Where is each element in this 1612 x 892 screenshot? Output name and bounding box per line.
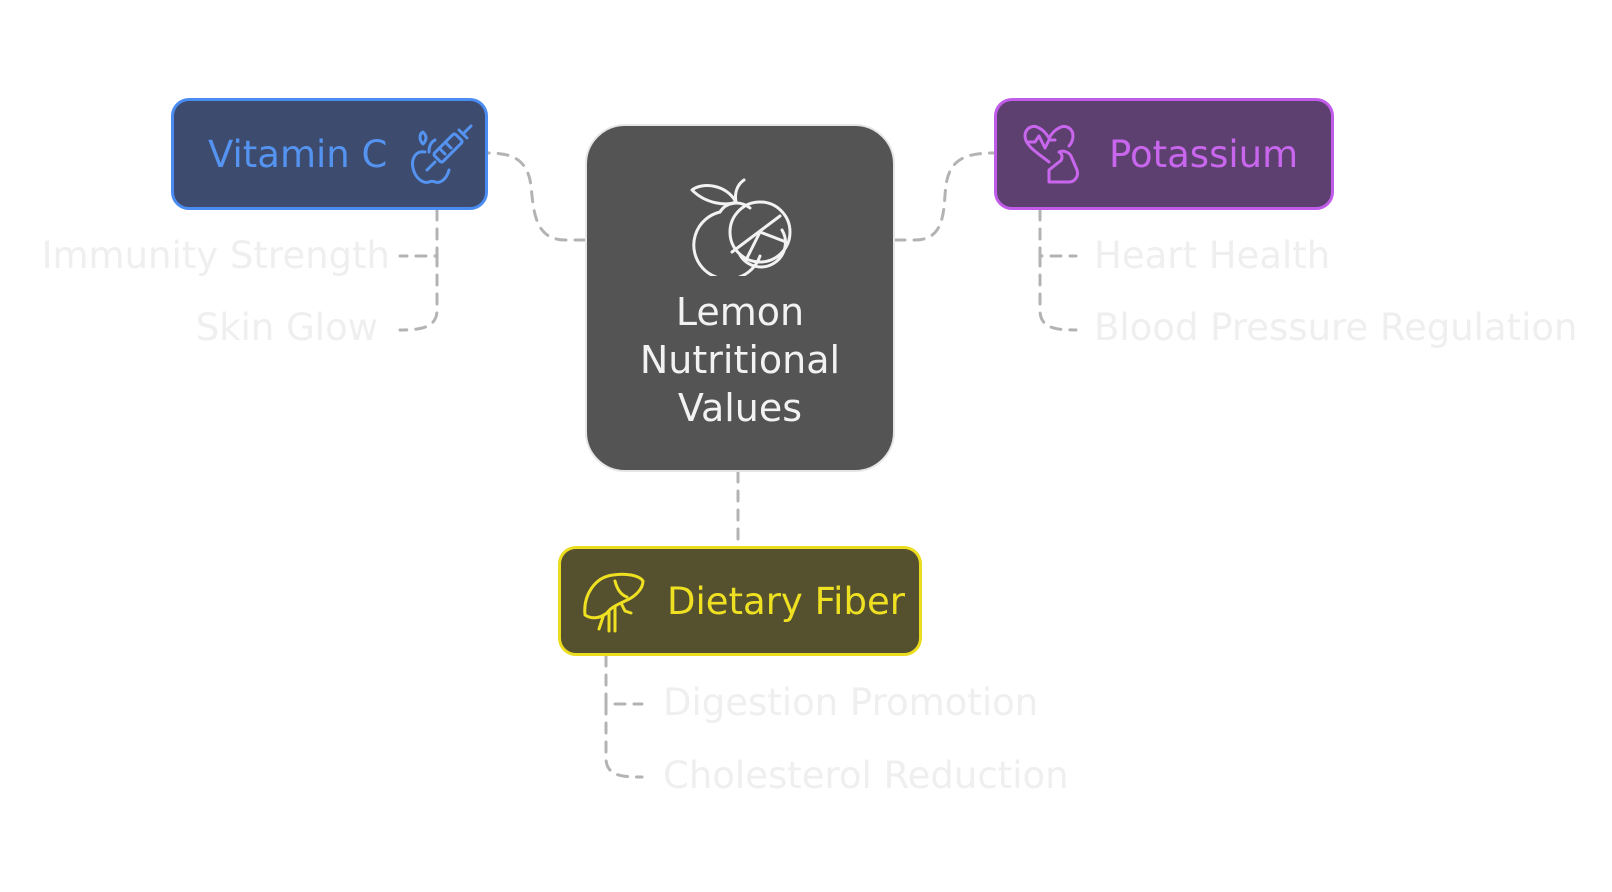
connector-heart-health — [1038, 208, 1078, 258]
branch-label-dietary-fiber: Dietary Fiber — [667, 579, 905, 623]
branch-vitamin-c[interactable]: Vitamin C — [171, 98, 488, 210]
leaf-blood-pressure-regulation: Blood Pressure Regulation — [1094, 306, 1578, 349]
leaf-digestion-promotion: Digestion Promotion — [663, 681, 1039, 724]
connector-skin-glow — [398, 254, 439, 332]
connector-potassium — [893, 151, 996, 242]
leaf-heart-health: Heart Health — [1094, 234, 1331, 277]
branch-label-potassium: Potassium — [1109, 132, 1299, 176]
connector-blood-pressure — [1038, 254, 1078, 332]
leaf-cholesterol-reduction: Cholesterol Reduction — [663, 754, 1069, 797]
apple-syringe-icon — [411, 124, 473, 184]
branch-dietary-fiber[interactable]: Dietary Fiber — [558, 546, 922, 656]
connector-digestion-promotion — [604, 654, 644, 706]
center-node[interactable]: Lemon Nutritional Values — [585, 124, 895, 472]
heart-pulse-arm-icon — [1023, 124, 1079, 184]
leaf-skin-glow: Skin Glow — [195, 306, 378, 349]
branch-label-vitamin-c: Vitamin C — [208, 132, 388, 176]
lemon-orange-icon — [690, 178, 792, 276]
branch-potassium[interactable]: Potassium — [994, 98, 1334, 210]
connector-cholesterol-reduction — [604, 702, 644, 779]
center-title: Lemon Nutritional Values — [639, 290, 841, 430]
connector-immunity-strength — [398, 208, 439, 258]
leaf-immunity-strength: Immunity Strength — [41, 234, 390, 277]
connector-vitamin-c — [486, 151, 587, 242]
liver-icon — [583, 572, 645, 633]
